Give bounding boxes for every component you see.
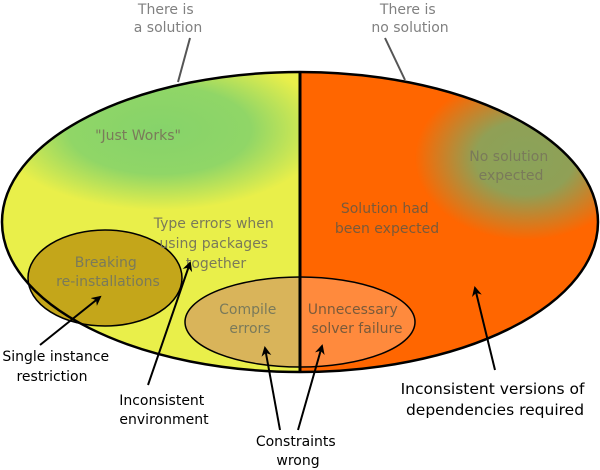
label-there-is-no-solution-line2: no solution <box>371 20 448 36</box>
label-there-is-no-solution-line1: There is <box>379 2 436 18</box>
label-no-solution-expected-line2: expected <box>479 168 544 184</box>
callout-inconsistent-versions-line2: dependencies required <box>406 401 584 419</box>
callout-inconsistent-environment: Inconsistent environment <box>119 393 209 428</box>
label-type-errors-line2: using packages <box>159 236 268 252</box>
callout-constraints-wrong: Constraints wrong <box>256 434 340 469</box>
callout-single-instance: Single instance restriction <box>2 349 113 385</box>
pointer-solution <box>177 37 191 83</box>
label-breaking-line1: Breaking <box>75 255 137 271</box>
label-compile-errors-line2: errors <box>229 321 270 337</box>
label-unnecessary-failure-line1: Unnecessary <box>308 302 398 318</box>
label-there-is-solution-line1: There is <box>137 2 194 18</box>
label-type-errors-line3: together <box>186 256 247 272</box>
label-solution-expected: Solution had been expected <box>335 201 439 237</box>
arrow-inconsistent-environment <box>147 261 193 386</box>
breaking-region <box>27 229 183 327</box>
label-unnecessary-failure-line2: solver failure <box>311 321 402 337</box>
callout-inconsistent-versions: Inconsistent versions of dependencies re… <box>401 380 590 419</box>
pointer-no-solution <box>384 37 406 81</box>
label-solution-expected-line1: Solution had <box>341 201 429 217</box>
label-breaking: Breaking re-installations <box>56 255 160 290</box>
label-compile-errors-line1: Compile <box>219 302 276 318</box>
label-no-solution-expected-line1: No solution <box>469 149 548 165</box>
arrow-constraints-wrong-right <box>297 344 325 431</box>
arrow-constraints-wrong-left <box>261 346 281 431</box>
arrow-single-instance <box>39 295 102 346</box>
callout-inconsistent-environment-line1: Inconsistent <box>119 393 205 409</box>
label-there-is-solution: There is a solution <box>134 2 202 36</box>
callout-single-instance-line1: Single instance <box>2 349 109 365</box>
label-unnecessary-failure: Unnecessary solver failure <box>308 302 403 337</box>
label-there-is-no-solution: There is no solution <box>371 2 448 36</box>
callout-constraints-wrong-line1: Constraints <box>256 434 336 450</box>
label-compile-errors: Compile errors <box>219 302 281 337</box>
label-type-errors-line1: Type errors when <box>153 216 274 232</box>
label-no-solution-expected: No solution expected <box>469 149 552 184</box>
label-type-errors: Type errors when using packages together <box>153 216 279 272</box>
label-breaking-line2: re-installations <box>56 274 160 290</box>
callout-constraints-wrong-line2: wrong <box>276 453 319 469</box>
arrow-inconsistent-versions <box>472 286 496 371</box>
callout-single-instance-line2: restriction <box>16 369 87 385</box>
label-just-works: "Just Works" <box>95 128 181 144</box>
label-there-is-solution-line2: a solution <box>134 20 202 36</box>
callout-inconsistent-versions-line1: Inconsistent versions of <box>401 380 585 398</box>
callout-inconsistent-environment-line2: environment <box>119 412 209 428</box>
label-solution-expected-line2: been expected <box>335 221 439 237</box>
